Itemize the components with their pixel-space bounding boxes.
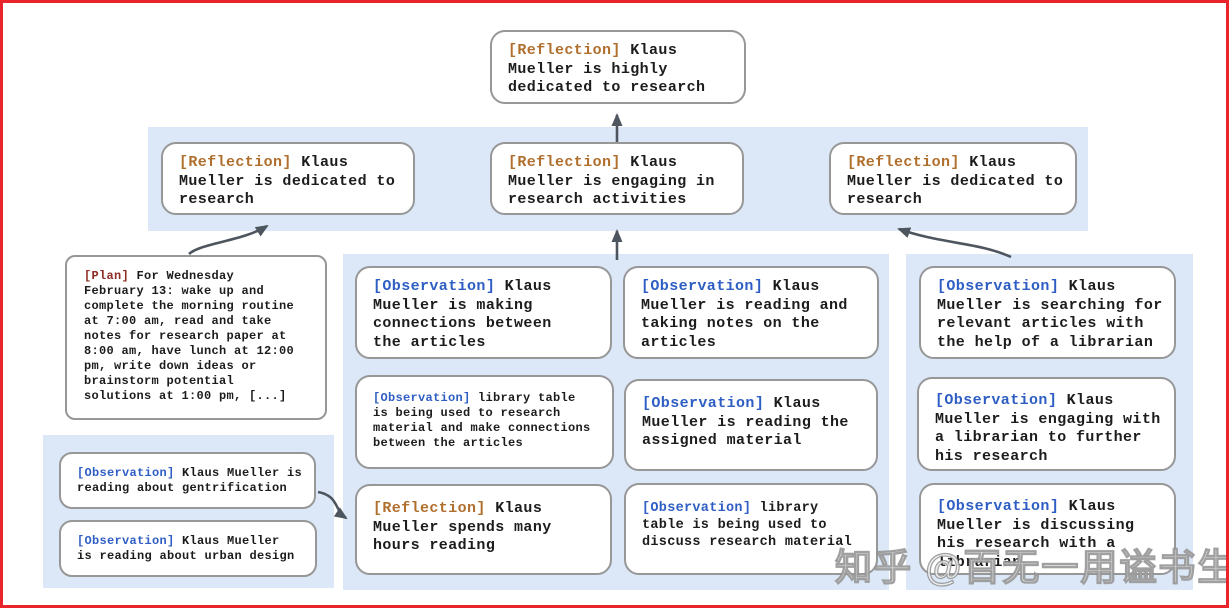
node-text: Klaus Mueller is dedicated to research xyxy=(847,154,1064,208)
node-text: Klaus Mueller is searching for relevant … xyxy=(937,278,1163,351)
node-reflection-left: [Reflection] Klaus Mueller is dedicated … xyxy=(161,142,415,215)
node-text: library table is being used to research … xyxy=(373,391,591,450)
node-text: library table is being used to discuss r… xyxy=(642,501,853,550)
node-text: For Wednesday February 13: wake up and c… xyxy=(84,269,295,403)
node-observation-library-table-discuss: [Observation] library table is being use… xyxy=(624,483,878,575)
node-text: Klaus Mueller is making connections betw… xyxy=(373,278,552,351)
node-text: Klaus Mueller spends many hours reading xyxy=(373,500,552,554)
observation-tag: [Observation] xyxy=(77,466,175,480)
observation-tag: [Observation] xyxy=(641,278,764,295)
observation-tag: [Observation] xyxy=(373,391,471,405)
arrow-right-band-to-right-reflection xyxy=(897,227,1012,259)
zhihu-watermark: 知乎 @百无一用谥书生 xyxy=(834,546,1229,588)
plan-tag: [Plan] xyxy=(84,269,130,283)
observation-tag: [Observation] xyxy=(937,498,1060,515)
reflection-tag: [Reflection] xyxy=(179,154,292,171)
node-reflection-hours-reading: [Reflection] Klaus Mueller spends many h… xyxy=(355,484,612,575)
node-text: Klaus Mueller is reading about urban des… xyxy=(77,534,295,563)
reflection-tag: [Reflection] xyxy=(508,42,621,59)
observation-tag: [Observation] xyxy=(642,395,765,412)
reflection-tag: [Reflection] xyxy=(847,154,960,171)
node-text: Klaus Mueller is reading and taking note… xyxy=(641,278,848,351)
observation-tag: [Observation] xyxy=(937,278,1060,295)
node-observation-discussing-librarian: [Observation] Klaus Mueller is discussin… xyxy=(919,483,1176,575)
reflection-tag: [Reflection] xyxy=(373,500,486,517)
node-text: Klaus Mueller is reading the assigned ma… xyxy=(642,395,849,449)
observation-tag: [Observation] xyxy=(373,278,496,295)
node-text: Klaus Mueller is reading about gentrific… xyxy=(77,466,303,495)
reflection-tag: [Reflection] xyxy=(508,154,621,171)
observation-tag: [Observation] xyxy=(642,501,752,516)
observation-tag: [Observation] xyxy=(77,534,175,548)
node-observation-making-connections: [Observation] Klaus Mueller is making co… xyxy=(355,266,612,359)
node-text: Klaus Mueller is dedicated to research xyxy=(179,154,396,208)
node-observation-library-table-research: [Observation] library table is being use… xyxy=(355,375,614,469)
node-reflection-right: [Reflection] Klaus Mueller is dedicated … xyxy=(829,142,1077,215)
node-observation-taking-notes: [Observation] Klaus Mueller is reading a… xyxy=(623,266,879,359)
node-reflection-middle: [Reflection] Klaus Mueller is engaging i… xyxy=(490,142,744,215)
node-text: Klaus Mueller is engaging in research ac… xyxy=(508,154,715,208)
node-text: Klaus Mueller is engaging with a librari… xyxy=(935,392,1161,465)
node-observation-searching-articles: [Observation] Klaus Mueller is searching… xyxy=(919,266,1176,359)
observation-tag: [Observation] xyxy=(935,392,1058,409)
node-text: Klaus Mueller is discussing his research… xyxy=(937,498,1135,571)
node-observation-assigned-material: [Observation] Klaus Mueller is reading t… xyxy=(624,379,878,471)
node-reflection-top: [Reflection] Klaus Mueller is highly ded… xyxy=(490,30,746,104)
node-observation-engaging-librarian: [Observation] Klaus Mueller is engaging … xyxy=(917,377,1176,471)
node-observation-urban-design: [Observation] Klaus Mueller is reading a… xyxy=(59,520,317,577)
node-observation-gentrification: [Observation] Klaus Mueller is reading a… xyxy=(59,452,316,509)
node-text: Klaus Mueller is highly dedicated to res… xyxy=(508,42,706,96)
node-plan: [Plan] For Wednesday February 13: wake u… xyxy=(65,255,327,420)
